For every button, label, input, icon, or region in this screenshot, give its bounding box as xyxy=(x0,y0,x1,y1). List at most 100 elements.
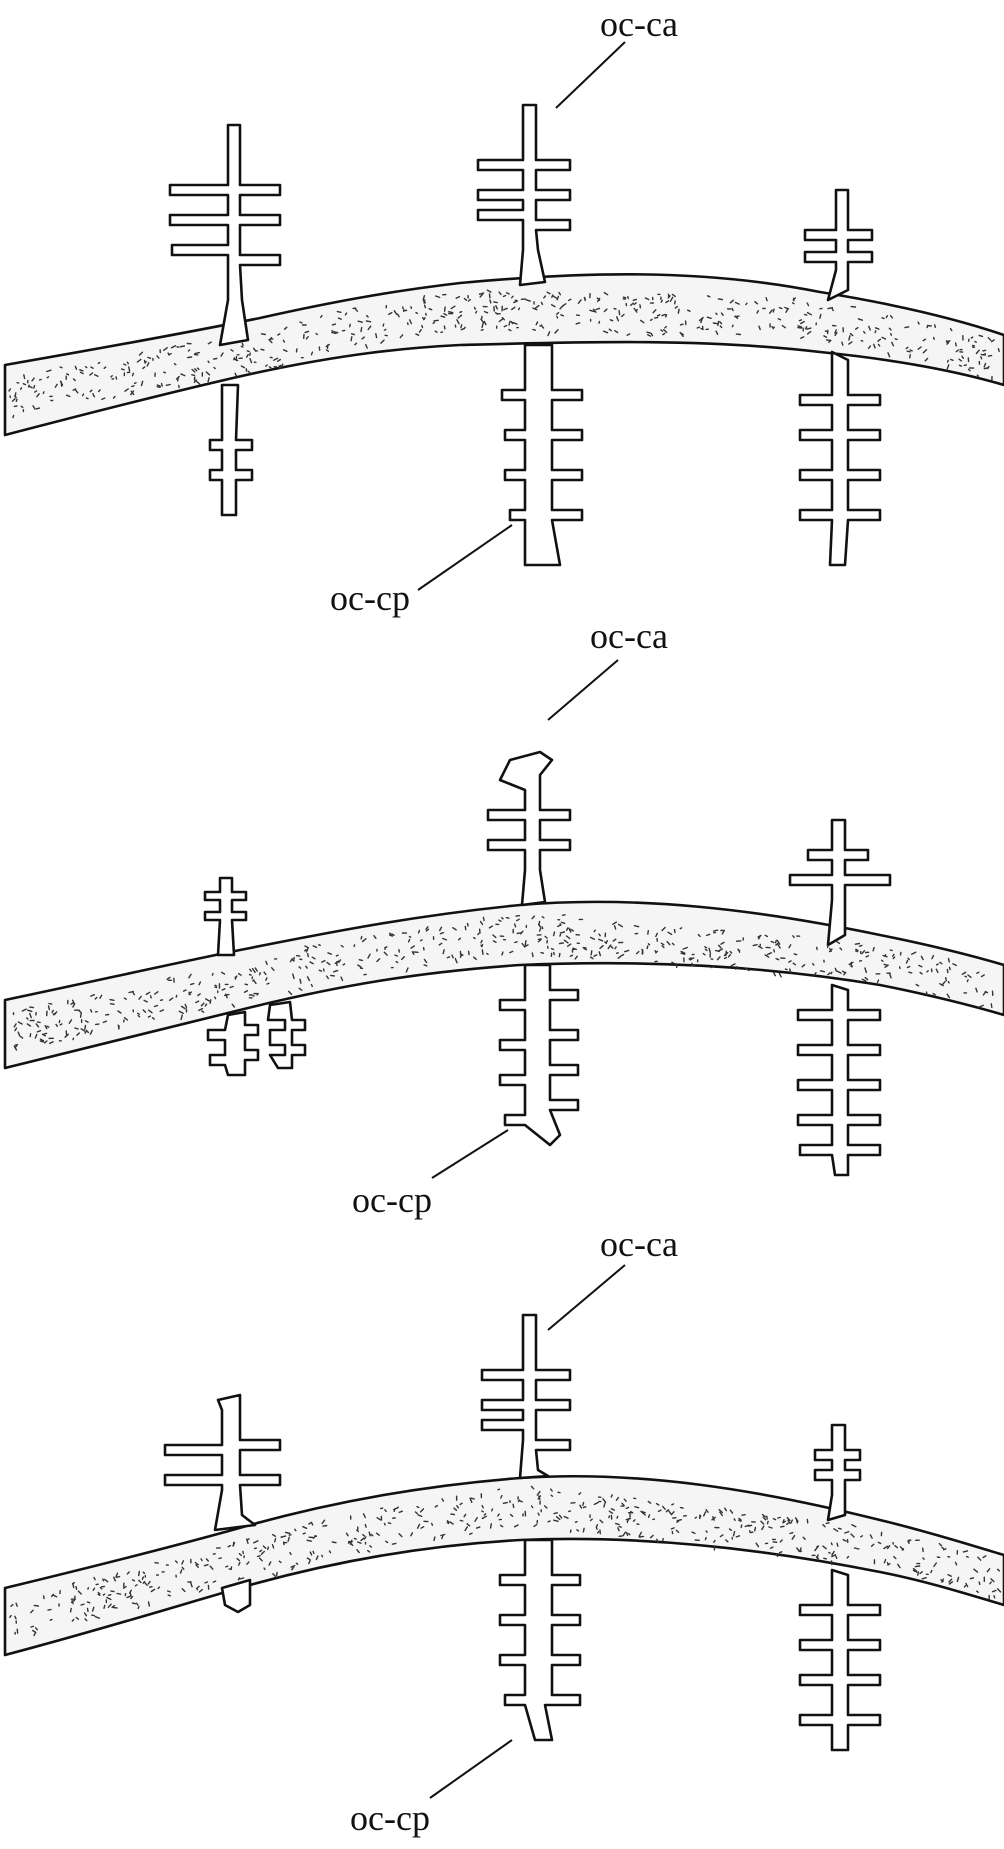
stipple-speck xyxy=(11,398,16,402)
stipple-speck xyxy=(511,306,516,311)
stipple-speck xyxy=(947,980,950,984)
stipple-speck xyxy=(738,1517,742,1521)
stipple-speck xyxy=(21,1008,27,1012)
stipple-speck xyxy=(59,366,63,369)
stipple-speck xyxy=(149,995,152,999)
stipple-speck xyxy=(120,368,125,371)
stipple-speck xyxy=(624,949,630,953)
stipple-speck xyxy=(855,950,859,953)
stipple-speck xyxy=(589,956,594,960)
stipple-speck xyxy=(49,1041,54,1045)
stipple-speck xyxy=(328,1550,332,1554)
stipple-speck xyxy=(890,332,893,336)
stipple-speck xyxy=(34,1627,39,1631)
stipple-speck xyxy=(410,306,413,309)
stipple-speck xyxy=(237,972,242,976)
stipple-speck xyxy=(661,313,667,317)
stipple-speck xyxy=(375,333,378,339)
stipple-speck xyxy=(74,1027,79,1030)
stipple-speck xyxy=(796,1547,801,1553)
stipple-speck xyxy=(439,926,443,932)
stipple-speck xyxy=(259,1549,263,1553)
stipple-speck xyxy=(829,947,832,952)
stipple-speck xyxy=(277,333,281,336)
stipple-speck xyxy=(90,366,94,369)
stipple-speck xyxy=(950,358,954,361)
branch-right-lower xyxy=(798,350,882,567)
stipple-speck xyxy=(112,395,116,399)
stipple-speck xyxy=(181,1560,185,1565)
stipple-speck xyxy=(675,1529,680,1534)
stipple-speck xyxy=(560,314,564,317)
stipple-speck xyxy=(850,1533,855,1538)
stipple-speck xyxy=(560,921,566,924)
stipple-speck xyxy=(260,1550,265,1555)
stipple-speck xyxy=(514,941,518,944)
stipple-speck xyxy=(34,1033,38,1039)
stipple-speck xyxy=(311,956,316,960)
stipple-speck xyxy=(79,371,84,375)
stipple-speck xyxy=(530,1505,534,1509)
stipple-speck xyxy=(388,311,393,316)
stipple-speck xyxy=(945,340,950,344)
stipple-speck xyxy=(481,949,484,955)
stipple-speck xyxy=(489,1523,492,1529)
stipple-speck xyxy=(647,1514,651,1519)
stipple-speck xyxy=(877,338,882,342)
stipple-speck xyxy=(240,365,246,369)
stipple-speck xyxy=(481,1504,484,1509)
stipple-speck xyxy=(72,1002,76,1008)
stipple-speck xyxy=(625,1506,630,1510)
stipple-speck xyxy=(213,366,216,370)
stipple-speck xyxy=(28,385,33,389)
stipple-speck xyxy=(198,981,202,986)
stipple-speck xyxy=(93,1576,96,1581)
stipple-speck xyxy=(89,389,93,393)
stipple-speck xyxy=(897,1563,901,1569)
stipple-speck xyxy=(109,998,115,1001)
stipple-speck xyxy=(212,357,218,360)
stipple-speck xyxy=(615,1522,620,1526)
stipple-speck xyxy=(74,388,79,394)
stipple-speck xyxy=(337,317,342,320)
stipple-speck xyxy=(320,314,323,318)
stipple-speck xyxy=(795,1518,799,1524)
stipple-speck xyxy=(357,964,362,968)
stipple-speck xyxy=(978,1004,984,1008)
stipple-speck xyxy=(182,989,187,992)
stipple-speck xyxy=(466,1523,471,1527)
stipple-speck xyxy=(92,393,96,398)
stipple-speck xyxy=(567,943,572,947)
stipple-speck xyxy=(278,364,282,368)
stipple-speck xyxy=(718,944,722,949)
stipple-speck xyxy=(345,1532,349,1537)
leader-line-oc-ca-bottom xyxy=(547,1264,626,1331)
stipple-speck xyxy=(93,374,99,377)
stipple-speck xyxy=(531,952,534,958)
stipple-speck xyxy=(306,976,311,982)
stipple-speck xyxy=(778,1551,783,1554)
stipple-speck xyxy=(978,1581,981,1586)
stipple-speck xyxy=(340,976,344,982)
stipple-speck xyxy=(483,1513,487,1516)
stipple-speck xyxy=(729,1509,734,1514)
stipple-speck xyxy=(475,1526,481,1529)
stipple-speck xyxy=(52,1594,58,1598)
stipple-speck xyxy=(757,935,761,940)
stipple-speck xyxy=(662,332,666,336)
stipple-speck xyxy=(196,1585,200,1589)
stipple-speck xyxy=(304,948,307,952)
stipple-speck xyxy=(712,1516,715,1521)
stipple-speck xyxy=(797,325,803,328)
stipple-speck xyxy=(207,360,210,364)
stipple-speck xyxy=(170,345,177,349)
stipple-speck xyxy=(565,935,571,940)
stipple-speck xyxy=(252,979,255,982)
stipple-speck xyxy=(806,330,812,335)
stipple-speck xyxy=(423,964,428,967)
stipple-speck xyxy=(508,320,511,326)
stipple-speck xyxy=(907,957,910,961)
stipple-speck xyxy=(76,1032,81,1037)
stipple-speck xyxy=(876,979,880,984)
stipple-speck xyxy=(167,352,172,356)
